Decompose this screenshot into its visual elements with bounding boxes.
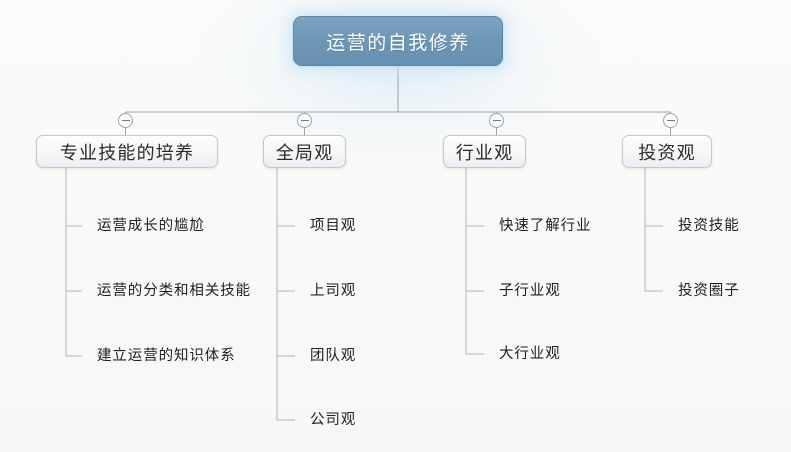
branch-node-3[interactable]: 行业观	[443, 135, 526, 168]
leaf-node-3-1[interactable]: 快速了解行业	[499, 218, 592, 234]
branch-node-label: 专业技能的培养	[59, 142, 195, 164]
minus-circle-icon[interactable]	[489, 113, 504, 128]
minus-circle-icon[interactable]	[297, 113, 312, 128]
leaf-node-1-2[interactable]: 运营的分类和相关技能	[97, 283, 251, 299]
leaf-node-2-3[interactable]: 团队观	[310, 348, 357, 364]
branch-node-label: 投资观	[638, 142, 696, 164]
leaf-node-4-1[interactable]: 投资技能	[678, 218, 740, 234]
root-node[interactable]: 运营的自我修养	[293, 16, 503, 66]
leaf-node-2-1[interactable]: 项目观	[310, 218, 357, 234]
leaf-node-3-3[interactable]: 大行业观	[499, 346, 561, 362]
leaf-node-1-3[interactable]: 建立运营的知识体系	[97, 348, 236, 364]
branch-node-label: 行业观	[455, 142, 514, 164]
branch-node-4[interactable]: 投资观	[622, 135, 712, 168]
leaf-node-3-2[interactable]: 子行业观	[499, 283, 561, 299]
branch-node-label: 全局观	[275, 142, 334, 164]
branch-node-2[interactable]: 全局观	[263, 135, 346, 168]
root-node-label: 运营的自我修养	[326, 31, 470, 54]
leaf-node-2-4[interactable]: 公司观	[310, 412, 357, 428]
leaf-node-4-2[interactable]: 投资圈子	[678, 283, 740, 299]
branch-node-1[interactable]: 专业技能的培养	[36, 135, 218, 168]
leaf-node-1-1[interactable]: 运营成长的尴尬	[97, 218, 205, 234]
leaf-node-2-2[interactable]: 上司观	[310, 283, 357, 299]
minus-circle-icon[interactable]	[663, 113, 678, 128]
minus-circle-icon[interactable]	[118, 113, 133, 128]
